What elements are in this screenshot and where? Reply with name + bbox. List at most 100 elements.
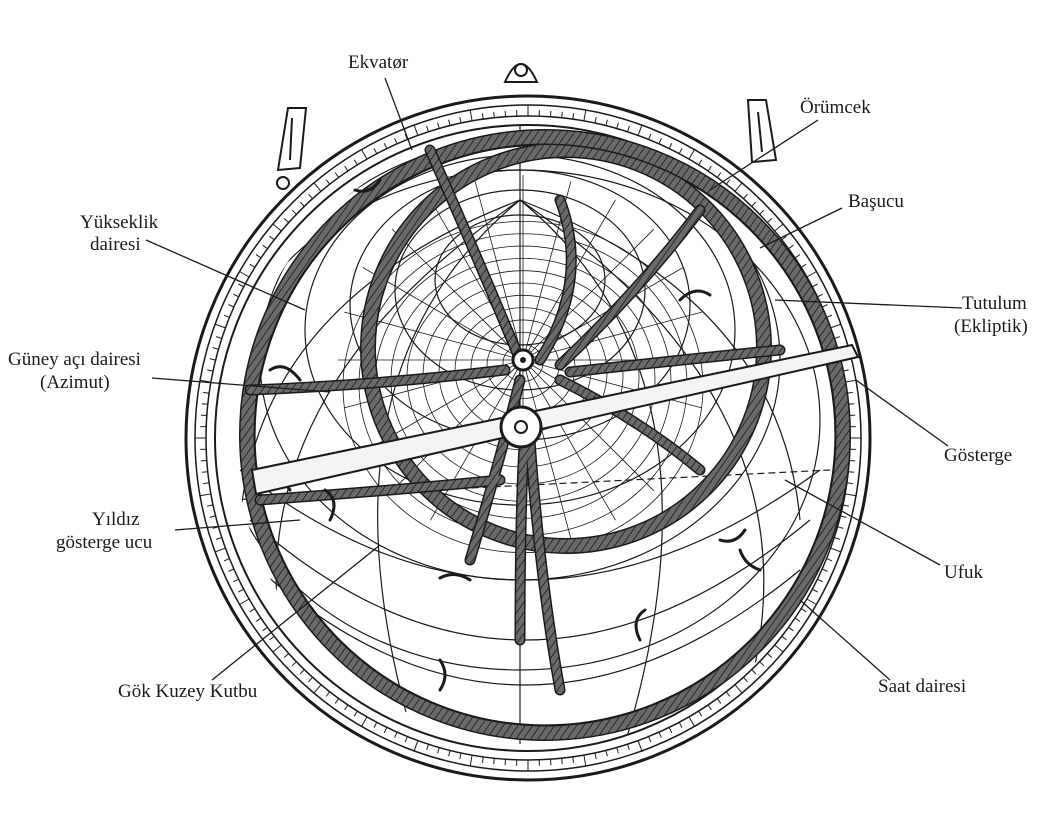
rim-tick [605, 750, 608, 757]
rim-tick [583, 110, 587, 121]
rim-tick [334, 698, 340, 704]
rim-tick [404, 736, 408, 743]
rim-tick [605, 119, 608, 126]
rim-tick [200, 379, 211, 383]
rim-tick [481, 113, 484, 120]
rim-tick [413, 124, 419, 136]
label-yildiz: Yıldız [92, 509, 140, 530]
rim-tick [448, 750, 451, 757]
label-ufuk: Ufuk [944, 562, 984, 583]
rim-tick [716, 172, 722, 178]
rim-tick [239, 271, 250, 278]
rim-tick [459, 752, 462, 759]
rim-tick [561, 758, 563, 765]
rim-tick [313, 182, 322, 192]
label-yukseklik: Yükseklik [80, 212, 159, 233]
rim-tick [812, 588, 818, 593]
rim-tick [637, 124, 643, 136]
rim-tick [837, 526, 844, 529]
rim-tick [223, 314, 230, 318]
rim-tick [255, 254, 262, 259]
rim-tick [325, 691, 331, 697]
rim-tick [840, 515, 847, 518]
rim-tick [203, 391, 210, 394]
rim-tick [493, 758, 495, 765]
rim-tick [707, 704, 712, 711]
rim-tick [759, 209, 765, 215]
rim-tick [493, 111, 495, 118]
rim-tick [344, 704, 349, 711]
rim-tick [232, 293, 239, 298]
rim-tick [794, 617, 801, 622]
rim-tick [215, 537, 222, 540]
rim-tick [361, 149, 368, 160]
rete [239, 129, 851, 741]
rim-tick [743, 193, 748, 200]
rim-tick [394, 138, 398, 145]
grid-radial [522, 311, 702, 361]
leader-lines [145, 77, 963, 681]
rim-tick [766, 218, 773, 223]
rim-tick [238, 283, 244, 288]
rim-tick [561, 111, 563, 118]
rim-tick [848, 471, 855, 473]
rim-tick [781, 235, 787, 241]
rim-tick [725, 179, 731, 185]
rim-tick [383, 727, 388, 734]
rim-tick [249, 263, 256, 268]
rim-tick [668, 142, 673, 149]
rim-tick [344, 165, 349, 172]
rim-tick [291, 209, 297, 215]
rule-pointer [250, 343, 860, 496]
rim-tick [834, 537, 841, 540]
rim-tick [209, 358, 216, 361]
rim-tick [238, 588, 244, 593]
rim-tick [272, 644, 282, 653]
rim-tick [658, 138, 662, 145]
rim-tick [781, 635, 787, 641]
rim-tick [821, 304, 828, 308]
rim-tick [846, 482, 853, 485]
rim-tick [572, 113, 575, 120]
rim-tick [627, 125, 630, 132]
rim-tick [228, 304, 235, 308]
rim-tick [262, 244, 268, 250]
labels: Ekvatør Örümcek Başucu Tutulum (Ekliptik… [8, 52, 1028, 702]
label-tutulum: Tutulum [962, 293, 1027, 314]
rim-tick [283, 218, 290, 223]
rim-tick [308, 193, 313, 200]
rim-tick [201, 471, 208, 473]
rim-tick [214, 323, 226, 329]
rim-tick [437, 122, 440, 129]
rim-tick [845, 379, 856, 383]
rim-tick [255, 617, 262, 622]
rim-tick [668, 727, 673, 734]
rim-tick [313, 684, 322, 694]
rim-tick [201, 403, 208, 405]
rim-tick [212, 347, 219, 350]
rim-tick [269, 235, 275, 241]
rim-tick [800, 263, 807, 268]
rim-tick [806, 598, 817, 605]
center-pin [511, 348, 535, 372]
rim-tick [678, 148, 683, 154]
rim-tick [594, 117, 597, 124]
rim-tick [830, 323, 842, 329]
rim-tick [207, 504, 214, 507]
label-orumcek: Örümcek [800, 97, 871, 118]
rim-tick [299, 201, 305, 207]
rim-tick [842, 504, 849, 507]
rim-tick [594, 752, 597, 759]
grid-radial [391, 228, 524, 361]
grid-radial [522, 359, 655, 492]
rim-tick [299, 669, 305, 675]
rim-tick [826, 558, 833, 562]
rim-tick [469, 755, 473, 766]
rim-tick [817, 293, 824, 298]
label-ekvator: Ekvatør [348, 52, 409, 73]
rim-tick [426, 744, 429, 751]
rim-tick [413, 740, 419, 752]
rim-tick [616, 122, 619, 129]
rim-tick [334, 172, 340, 178]
